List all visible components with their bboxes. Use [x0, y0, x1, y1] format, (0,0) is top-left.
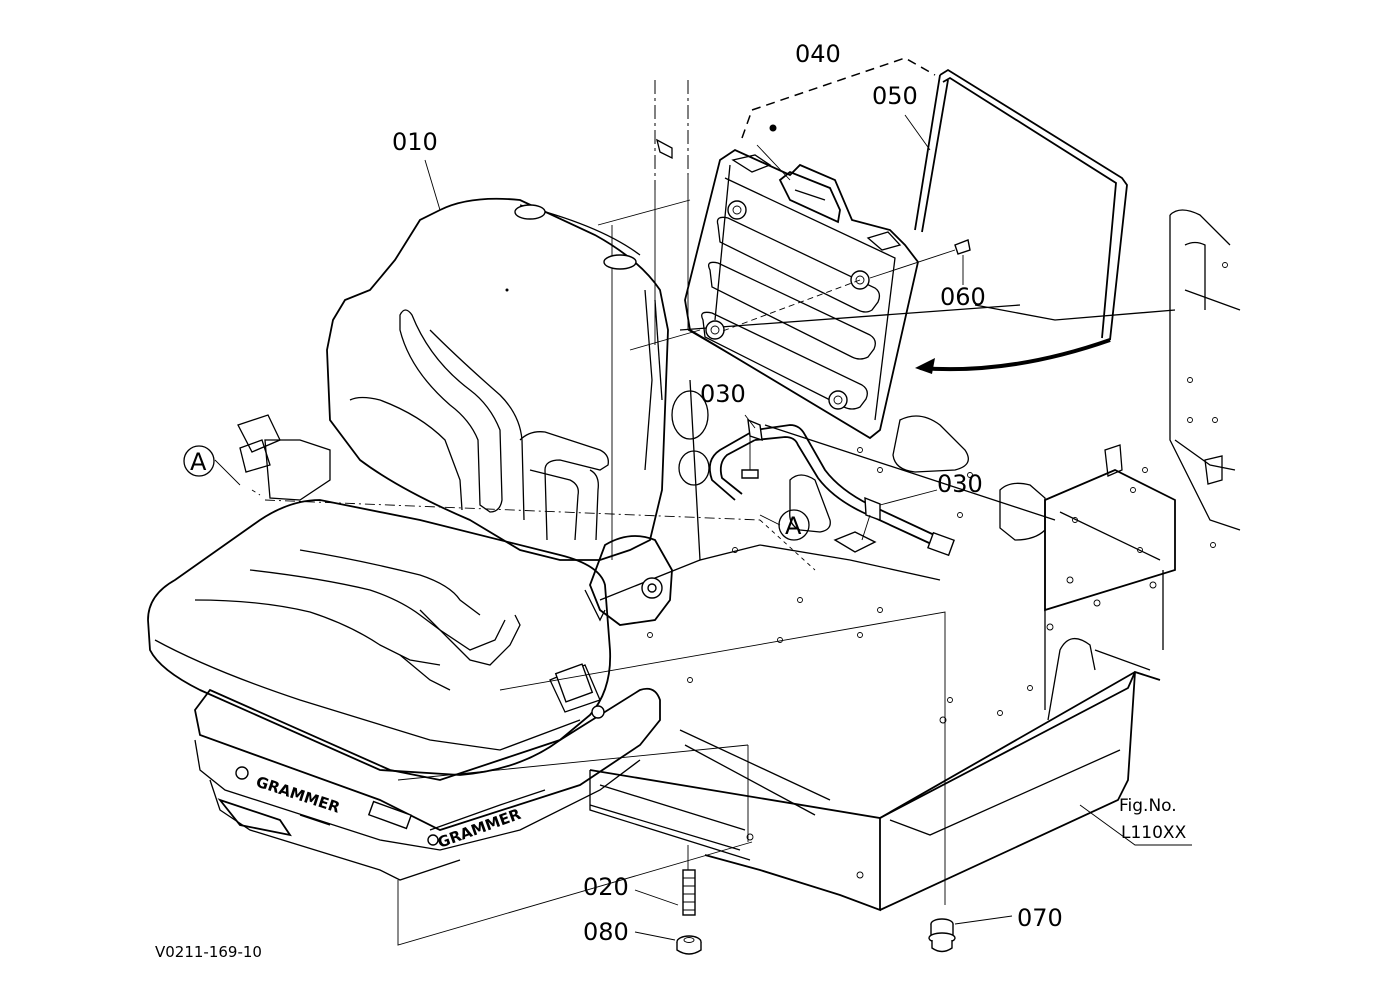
callout-010: 010: [392, 128, 438, 156]
callout-030-right: 030: [937, 470, 983, 498]
fig-number: L110XX: [1121, 823, 1187, 843]
hardware: [676, 869, 956, 955]
callout-030-left: 030: [700, 380, 746, 408]
seat: GRAMMER GRAMMER: [147, 197, 673, 881]
figure-info: Fig.No. L110XX V0211-169-10: [155, 796, 1187, 961]
callout-070: 070: [1017, 904, 1063, 932]
cab-frame: [589, 80, 1241, 912]
reference-markers: A A: [183, 445, 810, 541]
rod: [914, 68, 1128, 374]
drawing-code: V0211-169-10: [155, 943, 262, 961]
fig-label: Fig.No.: [1119, 796, 1177, 816]
callout-labels: 010 040 050 060 030 030 020 080 070: [392, 40, 1063, 946]
ref-marker-a-left: A: [190, 448, 207, 476]
document-case: [684, 57, 971, 440]
callout-040: 040: [795, 40, 841, 68]
leader-lines: [214, 114, 1192, 946]
ref-marker-a-right: A: [785, 512, 802, 540]
callout-020: 020: [583, 873, 629, 901]
callout-080: 080: [583, 918, 629, 946]
wire-harness: [708, 418, 955, 557]
callout-060: 060: [940, 283, 986, 311]
seat-brand-upper: GRAMMER: [254, 773, 343, 817]
callout-050: 050: [872, 82, 918, 110]
